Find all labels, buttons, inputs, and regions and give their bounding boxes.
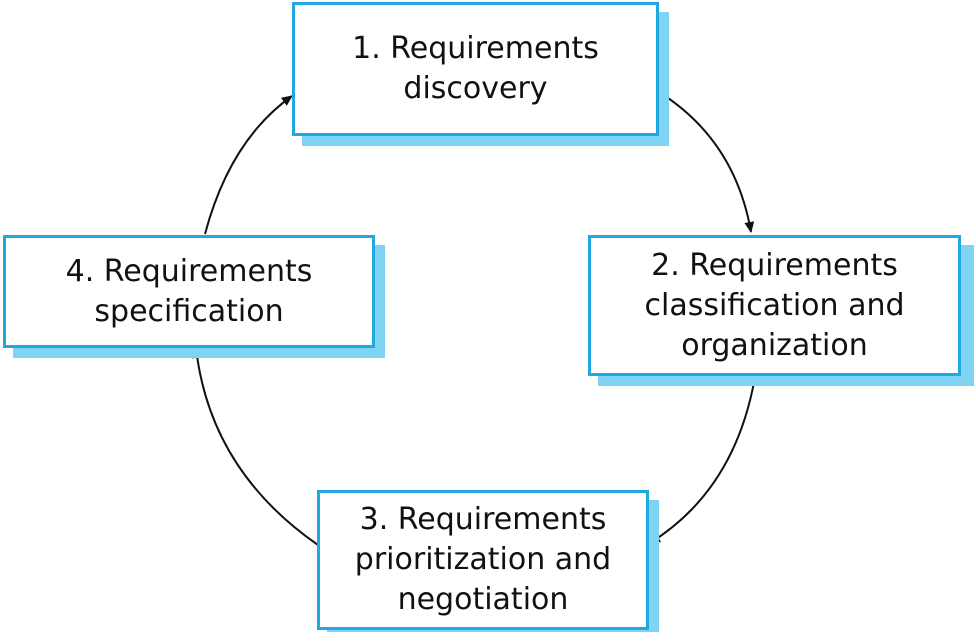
arrow-2-to-3 (649, 376, 756, 544)
node-requirements-specification: 4. Requirements specification (3, 235, 385, 358)
node-requirements-classification: 2. Requirements classification and organ… (588, 235, 974, 386)
node-box: 3. Requirements prioritization and negot… (317, 490, 649, 630)
node-label: 4. Requirements specification (65, 253, 313, 329)
node-requirements-prioritization: 3. Requirements prioritization and negot… (317, 490, 659, 632)
arrow-4-to-1 (204, 95, 293, 235)
node-box: 2. Requirements classification and organ… (588, 235, 961, 376)
arrow-1-to-2 (658, 91, 755, 233)
arrow-3-to-4 (192, 347, 319, 546)
node-label: 3. Requirements prioritization and negot… (354, 502, 612, 617)
node-box: 4. Requirements specification (3, 235, 375, 348)
node-box: 1. Requirements discovery (292, 2, 659, 136)
node-label: 2. Requirements classification and organ… (644, 247, 905, 363)
node-label: 1. Requirements discovery (352, 31, 599, 106)
node-requirements-discovery: 1. Requirements discovery (292, 2, 669, 146)
